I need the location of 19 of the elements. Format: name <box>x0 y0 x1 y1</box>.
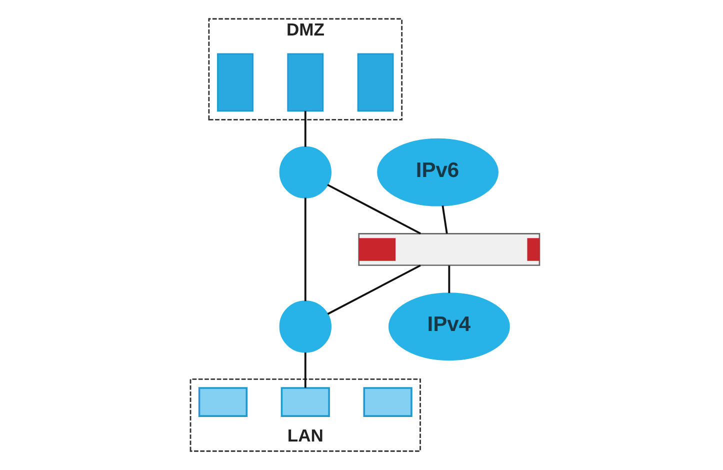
node-circle <box>279 300 332 353</box>
connector <box>448 266 450 294</box>
node-box <box>280 387 330 417</box>
node-ellipse: IPv4 <box>388 292 510 361</box>
node-box <box>287 53 324 112</box>
connector <box>304 110 306 147</box>
node-box <box>363 387 412 417</box>
node-box <box>357 53 394 112</box>
cluster: DMZ <box>208 18 403 120</box>
node-ellipse: IPv6 <box>377 138 498 206</box>
node-box <box>217 53 254 112</box>
node-circle <box>279 146 332 198</box>
cluster: LAN <box>190 378 421 452</box>
connector <box>442 205 448 234</box>
connector <box>304 198 306 302</box>
node-box <box>198 387 248 417</box>
connector <box>327 184 421 234</box>
connector <box>304 352 306 388</box>
connector <box>327 264 421 315</box>
